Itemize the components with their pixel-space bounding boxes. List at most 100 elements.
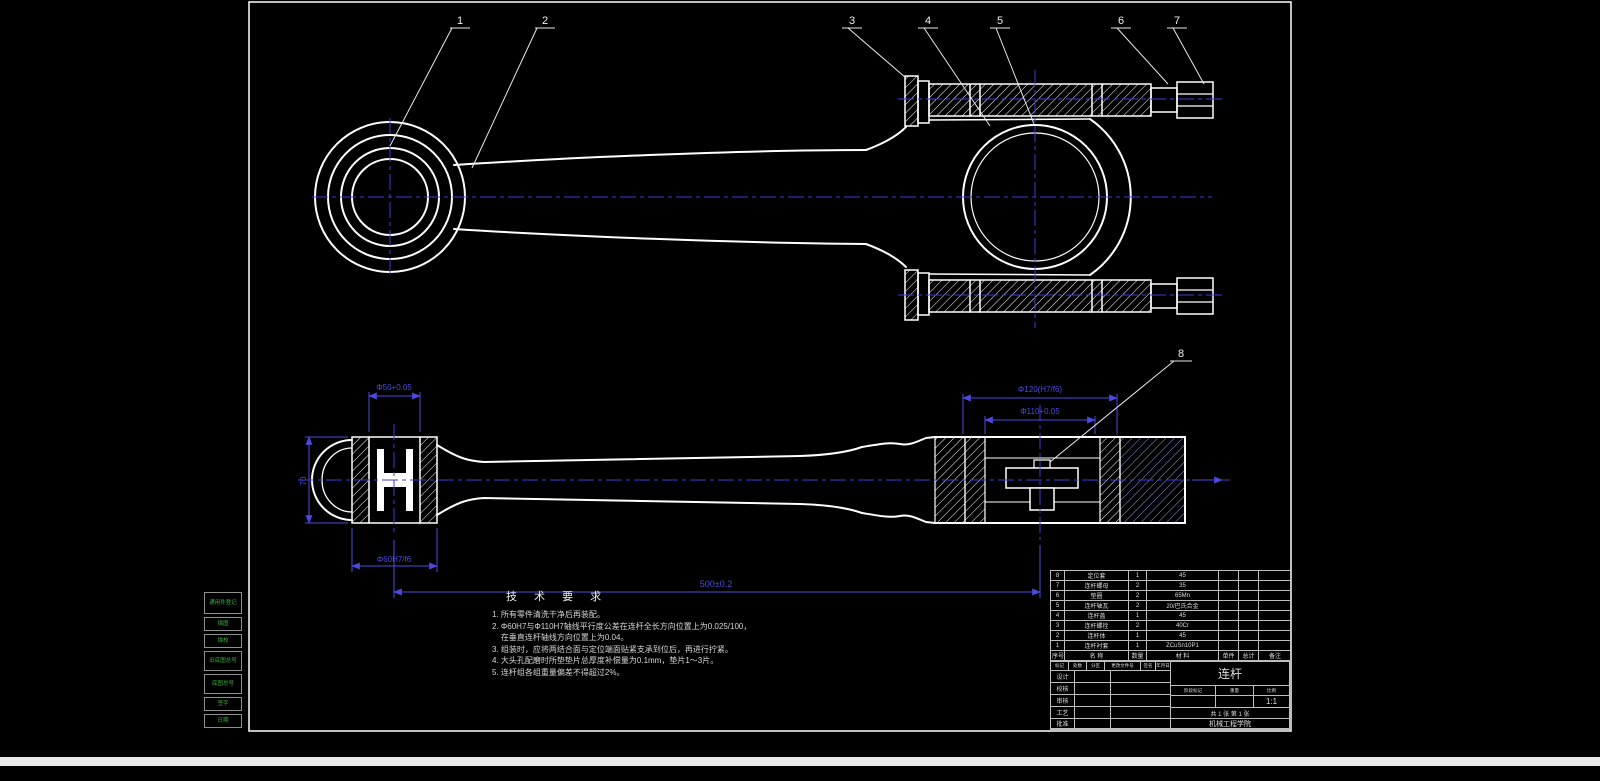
bom-cell [1218, 640, 1239, 651]
bom-cell: 3 [1050, 620, 1065, 631]
dim-phi120: Φ120(H7/f6) [1018, 385, 1063, 394]
callout-1: 1 [457, 15, 463, 27]
tb-sign-header: 处数 [1069, 662, 1087, 671]
bom-cell [1238, 640, 1259, 651]
strip-item: 通用件登记 [204, 592, 242, 614]
bom-header-cell: 序号 [1050, 650, 1065, 661]
bom-cell [1258, 640, 1292, 651]
bom-cell: 1 [1128, 570, 1147, 581]
bom-cell [1258, 630, 1292, 641]
callout-4: 4 [925, 15, 931, 27]
tb-blank [1111, 671, 1171, 683]
tb-blank [1111, 707, 1171, 719]
tech-req-line: 在垂直连杆轴线方向位置上为0.04。 [492, 633, 629, 642]
dimension-lines [305, 392, 1223, 598]
bom-header-cell: 总计 [1238, 650, 1259, 661]
bom-cell: 连杆衬套 [1064, 640, 1129, 651]
tb-blank [1111, 695, 1171, 707]
bom-cell: 1 [1128, 640, 1147, 651]
bom-cell: 7 [1050, 580, 1065, 591]
tb-scale-value: 1:1 [1254, 696, 1290, 708]
bom-cell: 2 [1128, 620, 1147, 631]
bom-cell [1218, 570, 1239, 581]
tech-req-line: 3. 组装时，应将两结合面与定位端面贴紧支承到位后，再进行拧紧。 [492, 644, 733, 654]
callout-3: 3 [849, 15, 855, 27]
bom-cell: 45 [1146, 570, 1219, 581]
bom-cell: 连杆螺栓 [1064, 620, 1129, 631]
bom-cell [1238, 600, 1259, 611]
tb-blank [1111, 719, 1171, 729]
tb-blank [1111, 683, 1171, 695]
bom-cell [1218, 610, 1239, 621]
tb-weight-label: 重量 [1216, 686, 1254, 696]
bom-cell: 40Cr [1146, 620, 1219, 631]
dimension-texts: Φ50+0.05 70 Φ60H7/f6 500±0.2 Φ120(H7/f6)… [299, 383, 1062, 589]
bom-cell: 5 [1050, 600, 1065, 611]
tb-sign-header: 签名 [1141, 662, 1156, 671]
bom-cell: 65Mn [1146, 590, 1219, 601]
bom-cell [1238, 630, 1259, 641]
tech-req-line: 5. 连杆组各组重量偏差不得超过2%。 [492, 667, 625, 677]
strip-item: 描校 [204, 634, 242, 648]
bom-header-cell: 名 称 [1064, 650, 1129, 661]
bom-cell [1258, 580, 1292, 591]
bom-cell: 1 [1128, 630, 1147, 641]
callout-6: 6 [1118, 15, 1124, 27]
bom-cell: 20/巴氏合金 [1146, 600, 1219, 611]
bom-cell: 35 [1146, 580, 1219, 591]
bom-cell: 1 [1050, 640, 1065, 651]
tb-sheet-info: 共 1 张 第 1 张 [1171, 708, 1290, 719]
tb-sign-header: 标记 [1051, 662, 1069, 671]
dim-phi110: Φ110+0.05 [1020, 407, 1060, 416]
bom-cell [1218, 590, 1239, 601]
bom-cell [1258, 620, 1292, 631]
bom-cell: 8 [1050, 570, 1065, 581]
tb-sign-header: 更改文件号 [1105, 662, 1141, 671]
bom-cell [1218, 630, 1239, 641]
tb-blank [1075, 683, 1111, 695]
callout-5: 5 [997, 15, 1003, 27]
binding-edge-strip: 通用件登记 描图 描校 旧底图总号 底图总号 签字 日期 [204, 592, 242, 731]
bom-cell: 连杆体 [1064, 630, 1129, 641]
top-view-geometry [314, 75, 1214, 321]
bom-cell: 连杆盖 [1064, 610, 1129, 621]
tech-req-title: 技 术 要 求 [506, 591, 609, 603]
bom-header-cell: 单件 [1218, 650, 1239, 661]
bom-cell: 4 [1050, 610, 1065, 621]
tb-role-process: 工艺 [1051, 707, 1075, 719]
center-lines [298, 70, 1230, 540]
bom-cell: 2 [1050, 630, 1065, 641]
tech-req-line: 4. 大头孔配磨时所垫垫片总厚度补偿量为0.1mm，垫片1～3片。 [492, 656, 719, 665]
tb-scale-label: 比例 [1254, 686, 1290, 696]
bom-cell [1238, 580, 1259, 591]
horizontal-scrollbar[interactable] [0, 757, 1600, 766]
tb-sign-header: 分区 [1087, 662, 1105, 671]
tech-req-line: 1. 所有零件清洗干净后再装配。 [492, 610, 605, 619]
technical-requirements: 技 术 要 求 1. 所有零件清洗干净后再装配。 2. Φ60H7与Φ110H7… [492, 588, 837, 678]
strip-item: 描图 [204, 617, 242, 631]
bom-cell: 45 [1146, 610, 1219, 621]
bom-header-cell: 备注 [1258, 650, 1292, 661]
callout-7: 7 [1174, 15, 1180, 27]
bom-cell: 2 [1128, 590, 1147, 601]
tb-blank [1075, 707, 1111, 719]
tb-weight-value [1216, 696, 1254, 708]
callout-8: 8 [1178, 348, 1184, 360]
bom-header-cell: 数量 [1128, 650, 1147, 661]
tb-role-audit: 审核 [1051, 695, 1075, 707]
bom-header-cell: 材 料 [1146, 650, 1219, 661]
dim-phi60: Φ60H7/f6 [377, 555, 412, 564]
tb-blank [1075, 695, 1111, 707]
bom-cell [1238, 590, 1259, 601]
bom-cell: 1 [1128, 610, 1147, 621]
strip-item: 旧底图总号 [204, 651, 242, 671]
bom-cell [1238, 570, 1259, 581]
